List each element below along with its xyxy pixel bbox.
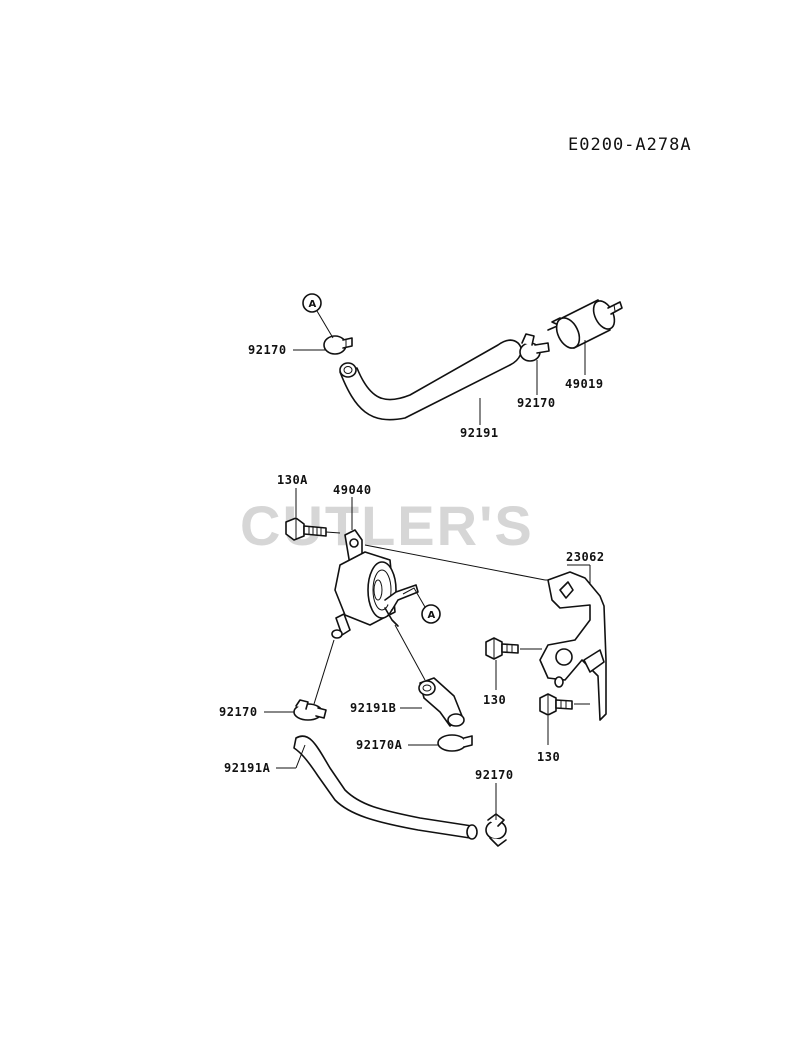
label-92170-top-left: 92170 [248,343,287,357]
bolt-130-upper [485,637,542,660]
hose-92191b [418,677,465,727]
label-49019: 49019 [565,377,604,391]
clamp-92170a [437,734,473,752]
callout-a-bottom-letter: A [428,610,436,621]
label-92191: 92191 [460,426,499,440]
callout-a-bottom [421,604,441,624]
fuel-filter-49019 [547,299,623,349]
hose-92191a [293,735,478,840]
label-130-upper: 130 [483,693,506,707]
clamp-mid-left [293,699,327,721]
bracket-23062 [539,571,607,721]
diagram-code: E0200-A278A [568,135,692,155]
label-92170-mid-left: 92170 [219,705,258,719]
bolt-130-lower [539,693,590,716]
top-assembly: A [293,293,623,425]
bottom-assembly: A [264,488,607,847]
clamp-top-right [519,333,550,362]
label-92170a: 92170A [356,738,403,752]
hose-end [339,362,357,378]
callout-a-top-letter: A [309,299,317,310]
label-92191a: 92191A [224,761,271,775]
label-23062: 23062 [566,550,605,564]
label-92191b: 92191B [350,701,396,715]
hose-92191 [339,339,522,421]
label-92170-bottom: 92170 [475,768,514,782]
label-49040: 49040 [333,483,372,497]
label-130a: 130A [277,473,308,487]
callout-a-top [302,293,322,313]
fuel-pump-49040 [331,529,419,639]
clamp-top-left [323,335,353,355]
label-92170-top-right: 92170 [517,396,556,410]
label-130-lower: 130 [537,750,560,764]
watermark: CUTLER'S [240,494,534,557]
bolt-130a [285,517,341,541]
